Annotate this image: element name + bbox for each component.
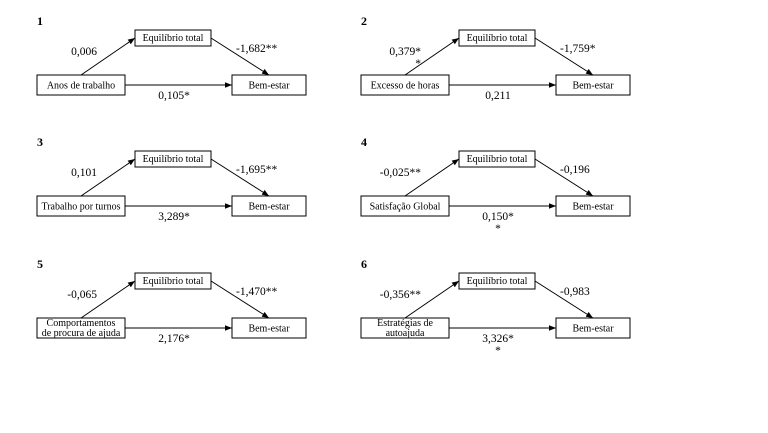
coefficient-b: -1,759* <box>560 43 596 55</box>
predictor-label: Trabalho por turnos <box>41 202 120 213</box>
outcome-label: Bem-estar <box>572 324 614 335</box>
coefficient-c: 0,150** <box>482 211 514 235</box>
path-a-arrow <box>404 280 460 319</box>
coefficient-a-line: -0,356** <box>380 289 421 301</box>
path-a-arrow <box>80 280 136 319</box>
mediator-label: Equilíbrio total <box>467 276 528 287</box>
mediator-label: Equilíbrio total <box>143 154 204 165</box>
coefficient-b-line: -0,983 <box>560 286 590 298</box>
coefficient-b-line: -1,470** <box>236 286 277 298</box>
outcome-label: Bem-estar <box>572 202 614 213</box>
coefficient-a-line: -0,025** <box>380 167 421 179</box>
coefficient-c-line: 0,105* <box>158 90 190 102</box>
coefficient-a-line: 0,379* <box>389 46 421 58</box>
coefficient-c: 2,176* <box>158 333 190 345</box>
panel-number: 4 <box>361 135 367 149</box>
coefficient-b-line: -1,759* <box>560 43 596 55</box>
coefficient-a-line: * <box>415 58 421 70</box>
coefficient-a-line: 0,101 <box>71 167 97 179</box>
predictor-label-line: Comportamentos <box>47 318 116 329</box>
predictor-label-line: autoajuda <box>386 328 425 339</box>
coefficient-a: 0,006 <box>71 46 97 58</box>
outcome-label: Bem-estar <box>572 81 614 92</box>
path-b-arrow <box>210 280 270 319</box>
outcome-label: Bem-estar <box>248 202 290 213</box>
coefficient-c-line: 3,326* <box>482 333 514 345</box>
predictor-label-line: Excesso de horas <box>371 81 440 92</box>
coefficient-b: -1,682** <box>236 43 277 55</box>
coefficient-c: 0,211 <box>485 90 511 102</box>
coefficient-b-line: -1,695** <box>236 164 277 176</box>
predictor-label-line: de procura de ajuda <box>42 328 121 339</box>
predictor-label-line: Estratégias de <box>377 318 433 329</box>
panel-number: 3 <box>37 135 43 149</box>
coefficient-a-line: -0,065 <box>67 289 97 301</box>
coefficient-c-line: 0,150* <box>482 211 514 223</box>
coefficient-c: 3,326** <box>482 333 514 357</box>
coefficient-b: -1,470** <box>236 286 277 298</box>
coefficient-c-line: * <box>495 345 501 357</box>
mediator-label: Equilíbrio total <box>467 154 528 165</box>
path-b-arrow <box>210 37 270 76</box>
coefficient-c-line: 2,176* <box>158 333 190 345</box>
coefficient-a: -0,065 <box>67 289 97 301</box>
path-b-arrow <box>534 158 594 197</box>
predictor-label: Excesso de horas <box>371 81 440 92</box>
path-a-arrow <box>404 37 460 76</box>
mediator-label: Equilíbrio total <box>467 33 528 44</box>
predictor-label: Satisfação Global <box>370 202 441 213</box>
path-a-arrow <box>404 158 460 197</box>
outcome-label: Bem-estar <box>248 324 290 335</box>
mediator-label: Equilíbrio total <box>143 33 204 44</box>
coefficient-a-line: 0,006 <box>71 46 97 58</box>
coefficient-c-line: * <box>495 223 501 235</box>
mediator-label: Equilíbrio total <box>143 276 204 287</box>
predictor-label: Anos de trabalho <box>47 81 115 92</box>
path-a-arrow <box>80 37 136 76</box>
coefficient-b: -0,983 <box>560 286 590 298</box>
coefficient-c-line: 0,211 <box>485 90 511 102</box>
path-b-arrow <box>210 158 270 197</box>
coefficient-b: -1,695** <box>236 164 277 176</box>
coefficient-c: 0,105* <box>158 90 190 102</box>
panel-number: 6 <box>361 257 367 271</box>
coefficient-b-line: -0,196 <box>560 164 590 176</box>
coefficient-a: 0,101 <box>71 167 97 179</box>
coefficient-c-line: 3,289* <box>158 211 190 223</box>
predictor-label-line: Trabalho por turnos <box>41 202 120 213</box>
path-b-arrow <box>534 280 594 319</box>
coefficient-a: -0,025** <box>380 167 421 179</box>
coefficient-a: 0,379** <box>389 46 421 70</box>
predictor-label-line: Anos de trabalho <box>47 81 115 92</box>
path-a-arrow <box>80 158 136 197</box>
panel-number: 2 <box>361 14 367 28</box>
coefficient-c: 3,289* <box>158 211 190 223</box>
coefficient-a: -0,356** <box>380 289 421 301</box>
coefficient-b: -0,196 <box>560 164 590 176</box>
coefficient-b-line: -1,682** <box>236 43 277 55</box>
path-b-arrow <box>534 37 594 76</box>
panel-number: 5 <box>37 257 43 271</box>
panel-number: 1 <box>37 14 43 28</box>
outcome-label: Bem-estar <box>248 81 290 92</box>
predictor-label-line: Satisfação Global <box>370 202 441 213</box>
